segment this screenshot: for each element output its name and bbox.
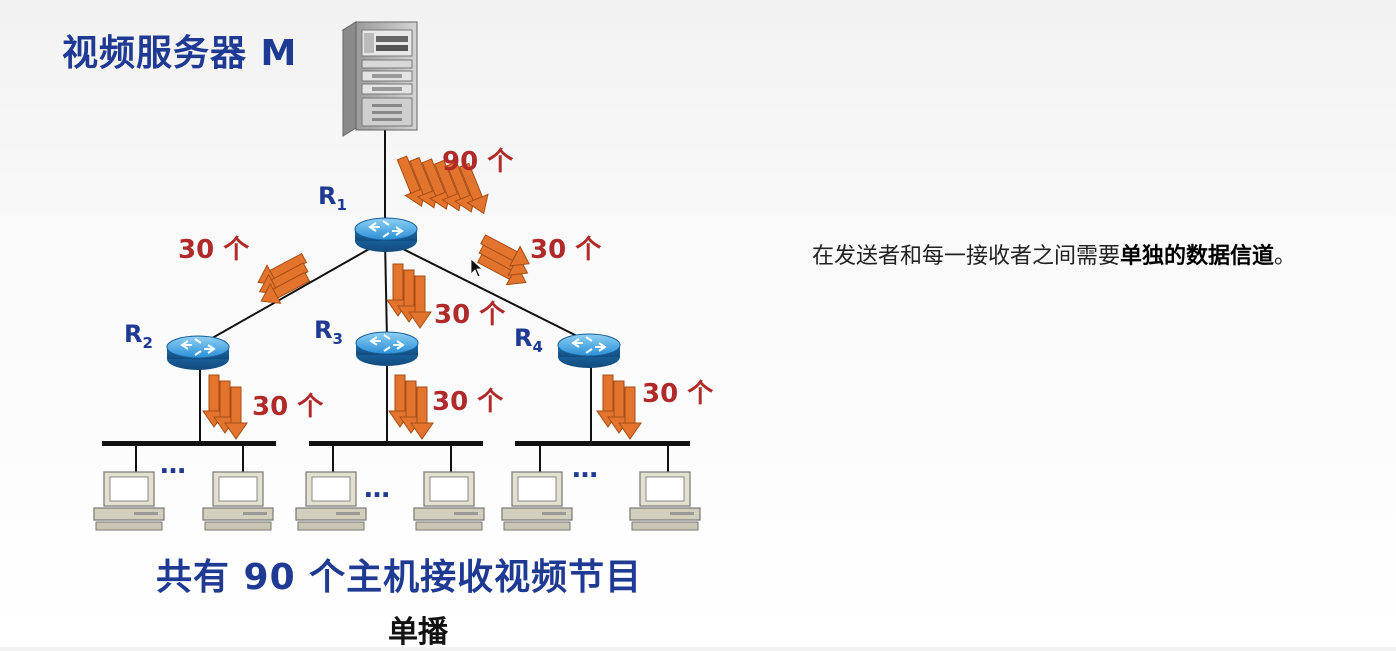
hosts <box>93 471 701 531</box>
flow-count-r1-r2: 30 个 <box>178 235 250 265</box>
host-computer-icon <box>295 471 367 531</box>
router-r3-label: R3 <box>314 316 343 348</box>
lan-buses <box>102 441 690 472</box>
flow-arrows-r1-r3 <box>386 263 432 329</box>
flow-count-r1-r4: 30 个 <box>530 235 602 265</box>
flow-count-r4-lan: 30 个 <box>642 379 714 409</box>
server-icon <box>341 21 418 137</box>
flow-arrows-r1-r2 <box>252 247 313 312</box>
router-r4-icon <box>557 333 621 369</box>
host-computer-icon <box>413 471 485 531</box>
flow-arrows-r3-lan <box>388 374 434 440</box>
lan-ellipsis-r3: … <box>364 474 390 504</box>
flow-arrows-r4-lan <box>596 374 642 440</box>
caption: 共有 90 个主机接收视频节目 <box>156 557 643 598</box>
host-computer-icon <box>202 471 274 531</box>
flow-count-r3-lan: 30 个 <box>432 387 504 417</box>
lan-bus-r4 <box>515 441 690 446</box>
lan-bus-r3 <box>309 441 483 446</box>
flow-count-r1-r3: 30 个 <box>434 300 506 330</box>
router-r1-label: R1 <box>318 182 347 214</box>
explanation-note: 在发送者和每一接收者之间需要单独的数据信道。 <box>812 244 1297 269</box>
lan-ellipsis-r4: … <box>572 454 598 484</box>
router-r2-label: R2 <box>124 320 153 352</box>
router-r3-icon <box>355 331 419 367</box>
flow-count-r2-lan: 30 个 <box>252 392 324 422</box>
lan-bus-r2 <box>102 441 276 446</box>
router-r2-icon <box>166 335 230 371</box>
router-r1-icon <box>354 217 418 253</box>
flow-count-server-r1: 90 个 <box>442 147 514 177</box>
host-computer-icon <box>629 471 701 531</box>
mouse-cursor-icon <box>470 258 484 278</box>
router-r4-label: R4 <box>514 324 543 356</box>
flow-arrows-r2-lan <box>202 374 248 440</box>
host-computer-icon <box>93 471 165 531</box>
lan-ellipsis-r2: … <box>160 450 186 480</box>
links <box>199 130 592 444</box>
mode-label: 单播 <box>388 615 448 650</box>
server-title: 视频服务器 M <box>62 33 298 74</box>
host-computer-icon <box>501 471 573 531</box>
